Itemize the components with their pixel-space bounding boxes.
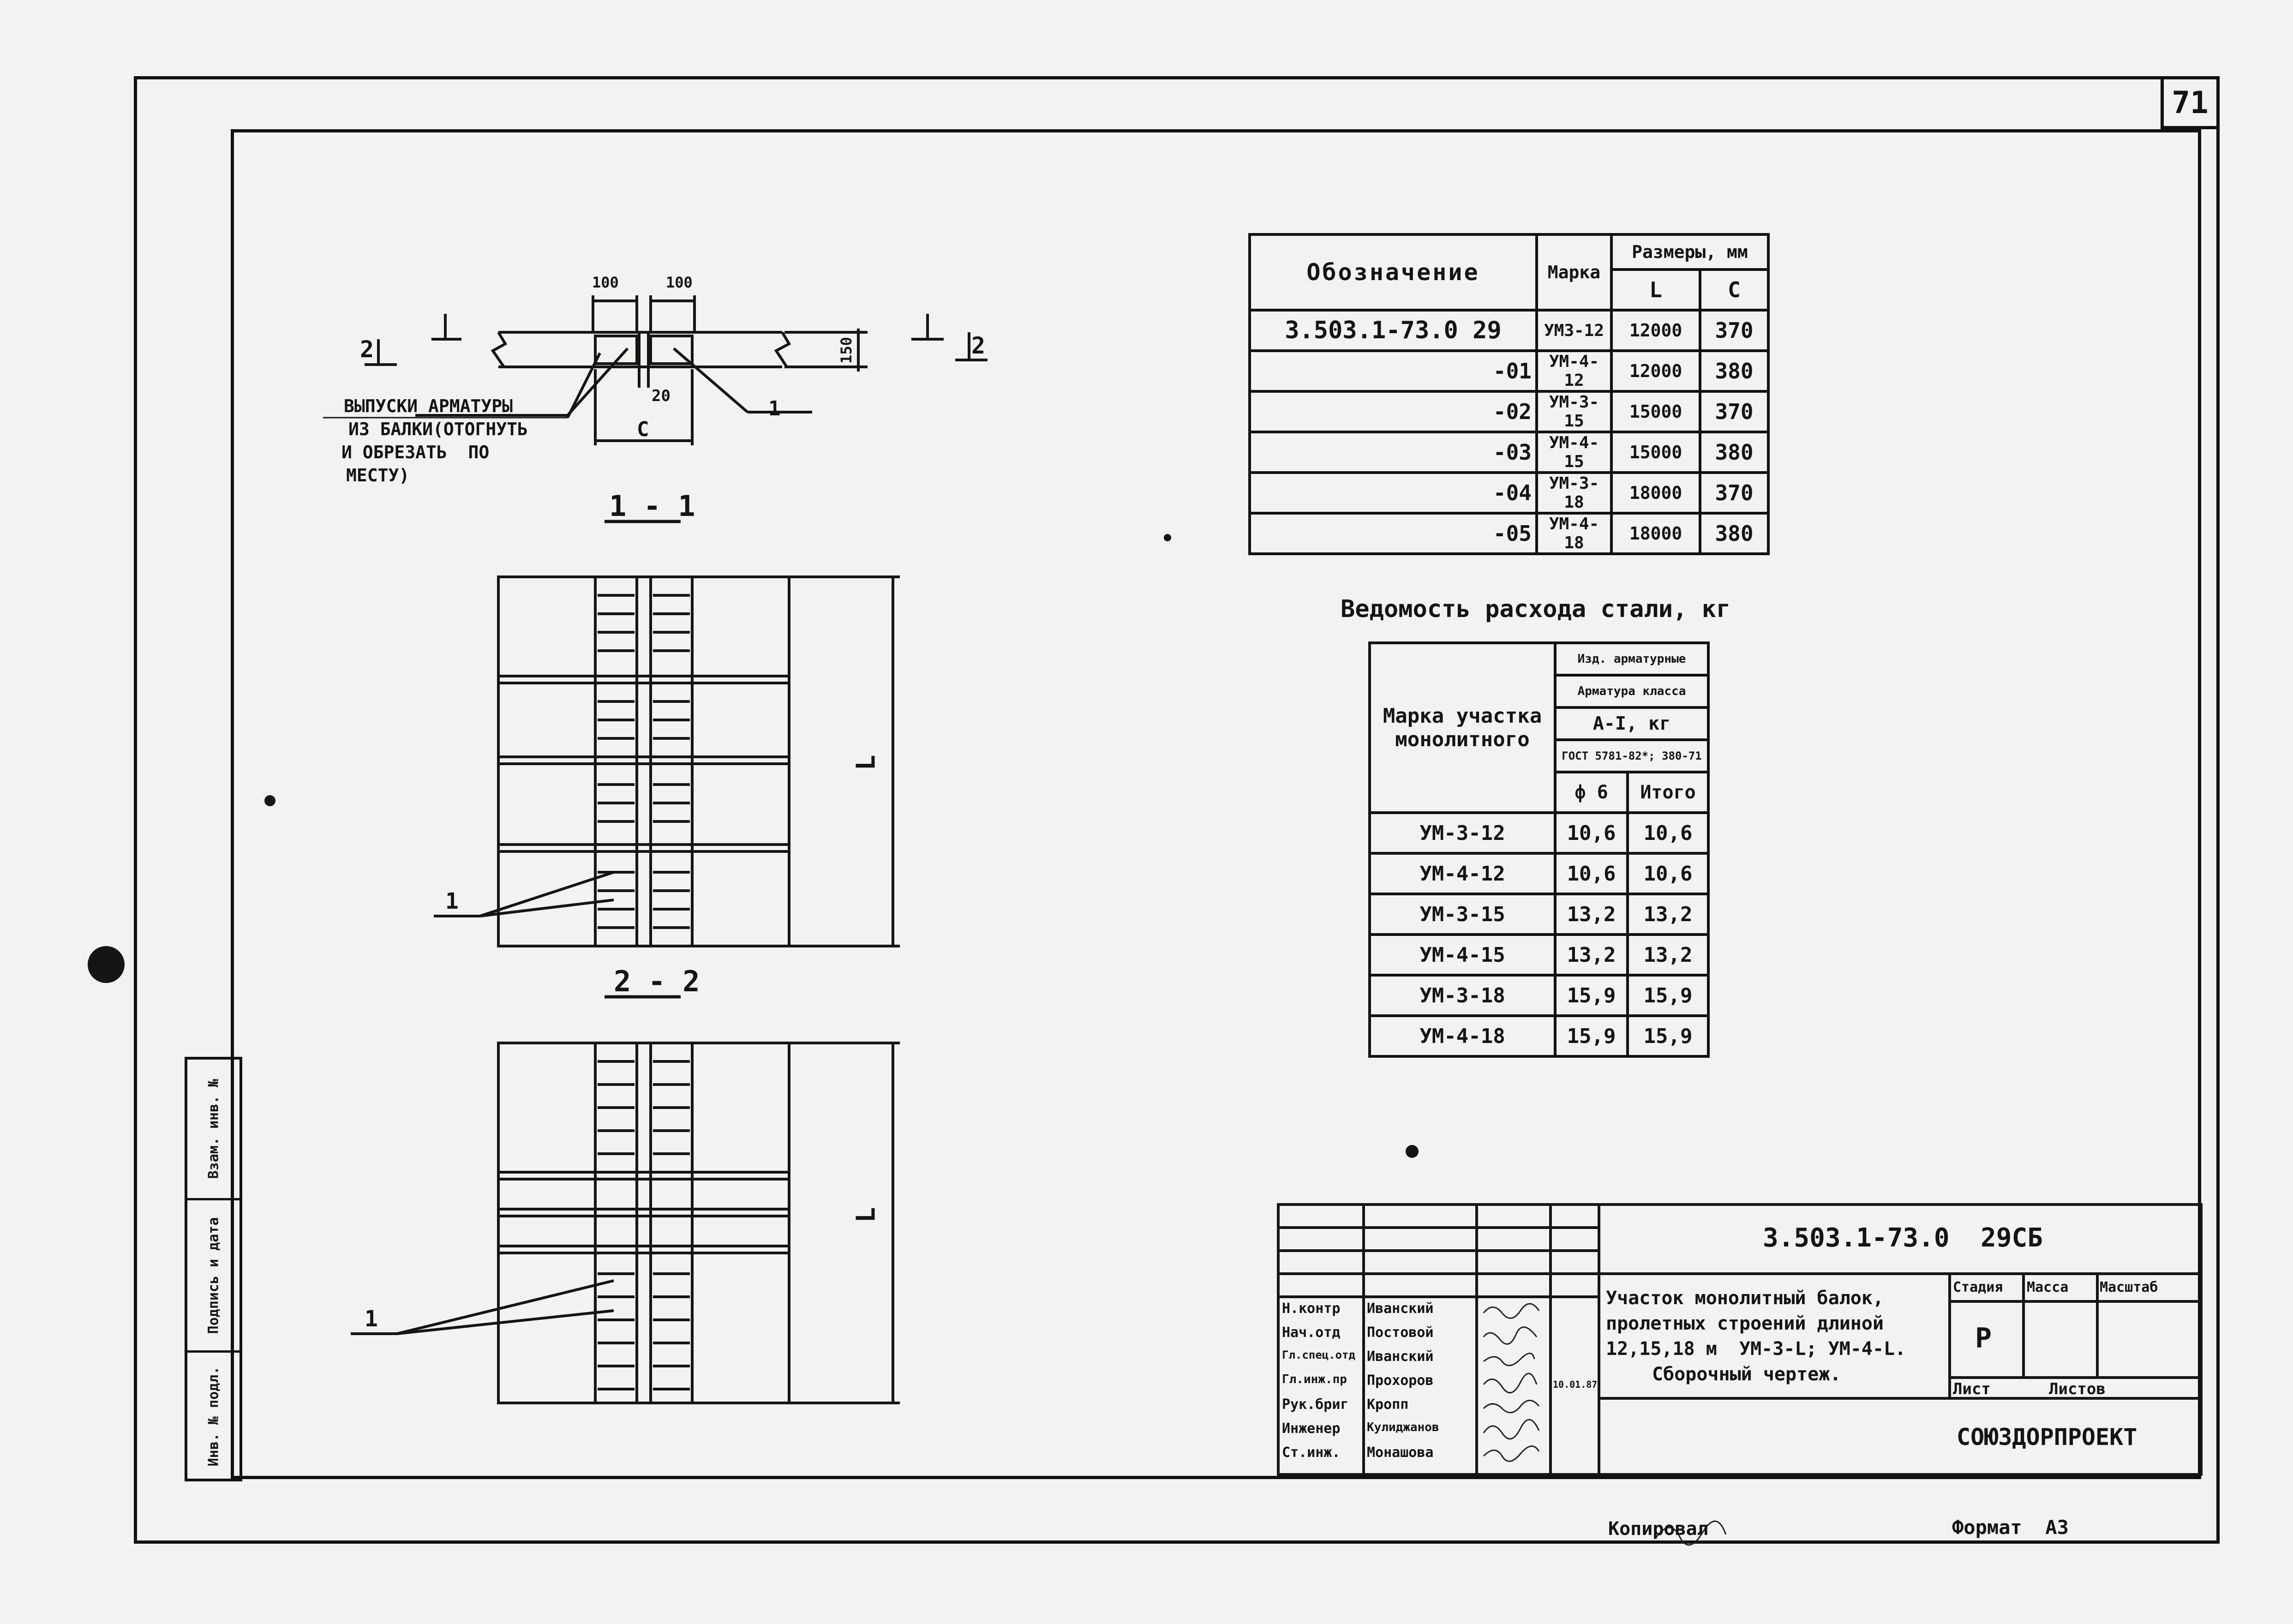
section-3-plan (497, 1042, 790, 1404)
note-line-1: ВЫПУСКИ АРМАТУРЫ (344, 396, 513, 416)
dim-20: 20 (652, 387, 671, 405)
cut-label-2-right: 2 (971, 332, 986, 359)
table-row: -03 УМ-4-15 15000 380 (1248, 431, 1770, 474)
signer-name: Кулиджанов (1367, 1420, 1439, 1434)
organization: СОЮЗДОРПРОЕКТ (1957, 1424, 2137, 1450)
format-label: Формат А3 (1952, 1516, 2069, 1539)
rebar-outlet-left (594, 335, 638, 365)
table-row: -01 УМ-4-12 12000 380 (1248, 349, 1770, 393)
signer-role: Гл.спец.отд (1282, 1348, 1355, 1361)
col-designation: Обозначение (1248, 233, 1538, 312)
break-mark-left (491, 331, 508, 368)
col-stage: Стадия (1953, 1279, 2003, 1295)
title-line-3: 12,15,18 м УМ-3-L; УМ-4-L. (1606, 1338, 1906, 1360)
col-scale: Масштаб (2100, 1279, 2158, 1295)
hdr-class: Арматура класса (1554, 674, 1710, 709)
replace-inv-label: Взам. инв. № (205, 1079, 222, 1179)
col-section-mark: Марка участка монолитного (1368, 641, 1557, 814)
col-c: C (1699, 268, 1770, 312)
note-line-3: И ОБРЕЗАТЬ ПО (341, 442, 490, 462)
hdr-products: Изд. арматурные (1554, 641, 1710, 677)
rebar-outlet-right (649, 335, 694, 365)
doc-code: 3.503.1-73.0 29СБ (1763, 1223, 2043, 1253)
callout-1-plan-2: 1 (445, 888, 459, 914)
section-2-plan (497, 575, 790, 947)
table-row: УМ-4-12 10,6 10,6 (1368, 852, 1710, 895)
drawing-inner-frame (231, 129, 2201, 1479)
note-line-2: ИЗ БАЛКИ(ОТОГНУТЬ (348, 419, 528, 439)
table-row: УМ-4-15 13,2 13,2 (1368, 933, 1710, 977)
table-row: УМ-3-12 10,6 10,6 (1368, 811, 1710, 855)
table-row: -05 УМ-4-18 18000 380 (1248, 512, 1770, 555)
dim-l-section-3: L (851, 1207, 881, 1223)
signer-name: Кропп (1367, 1396, 1409, 1413)
title-line-2: пролетных строений длиной (1606, 1313, 1884, 1334)
note-line-4: МЕСТУ) (346, 465, 410, 485)
specification-table: Обозначение Марка Размеры, мм L C 3.503.… (1248, 233, 1770, 555)
signer-name: Монашова (1367, 1444, 1434, 1461)
signer-role: Гл.инж.пр (1282, 1372, 1347, 1386)
dim-100-right: 100 (666, 274, 693, 291)
dim-100-left: 100 (592, 274, 619, 291)
inv-orig-label: Инв. № подл. (205, 1366, 222, 1466)
side-stamp: Взам. инв. № Подпись и дата Инв. № подл. (185, 1057, 242, 1481)
title-line-4: Сборочный чертеж. (1652, 1364, 1841, 1385)
col-dimensions: Размеры, мм (1610, 233, 1770, 271)
cut-label-2-left: 2 (360, 336, 374, 363)
signer-role: Н.контр (1282, 1300, 1341, 1317)
signature-date: 10.01.87 (1553, 1379, 1598, 1390)
hdr-gost: ГОСТ 5781-82*; 380-71 (1554, 738, 1710, 773)
table-row: УМ-3-18 15,9 15,9 (1368, 974, 1710, 1017)
table-row: 3.503.1-73.0 29 УМ3-12 12000 370 (1248, 309, 1770, 352)
section-1-title: 1 - 1 (609, 489, 695, 523)
table-row: УМ-3-15 13,2 13,2 (1368, 893, 1710, 936)
signer-name: Иванский (1367, 1300, 1434, 1317)
dim-l-section-2: L (851, 755, 881, 771)
stage-value: Р (1975, 1322, 1992, 1354)
ink-blot (88, 946, 125, 983)
steel-table-title: Ведомость расхода стали, кг (1341, 595, 1731, 623)
col-mark: Марка (1535, 233, 1613, 312)
signer-role: Рук.бриг (1282, 1396, 1349, 1413)
title-line-1: Участок монолитный балок, (1606, 1288, 1884, 1309)
signer-role: Инженер (1282, 1420, 1341, 1437)
callout-1-section: 1 (768, 397, 781, 420)
col-sheet: Лист (1953, 1380, 1991, 1398)
sign-date-label: Подпись и дата (205, 1217, 222, 1334)
table-row: УМ-4-18 15,9 15,9 (1368, 1014, 1710, 1058)
signer-role: Ст.инж. (1282, 1444, 1341, 1461)
steel-consumption-table: Марка участка монолитного Изд. арматурны… (1368, 641, 1710, 1058)
hdr-phi6: ф 6 (1553, 771, 1629, 814)
signer-name: Прохоров (1367, 1372, 1434, 1389)
col-l: L (1610, 268, 1702, 312)
dim-c: C (637, 418, 649, 441)
signer-name: Иванский (1367, 1348, 1434, 1365)
drawing-outer-frame (134, 76, 2220, 1544)
section-2-title: 2 - 2 (614, 965, 700, 998)
copied-label: Копировал (1608, 1518, 1708, 1540)
signer-role: Нач.отд (1282, 1324, 1341, 1341)
col-sheets: Листов (2049, 1380, 2106, 1398)
table-row: -02 УМ-3-15 15000 370 (1248, 390, 1770, 433)
callout-1-plan-3: 1 (365, 1306, 378, 1332)
table-row: -04 УМ-3-18 18000 370 (1248, 471, 1770, 515)
hdr-a1: А-I, кг (1554, 706, 1710, 741)
dim-150: 150 (837, 337, 855, 364)
hdr-total: Итого (1626, 771, 1710, 814)
page-number: 71 (2161, 76, 2220, 129)
title-block-frame (1277, 1203, 2203, 1476)
signer-name: Постовой (1367, 1324, 1434, 1341)
col-mass: Масса (2027, 1279, 2069, 1295)
